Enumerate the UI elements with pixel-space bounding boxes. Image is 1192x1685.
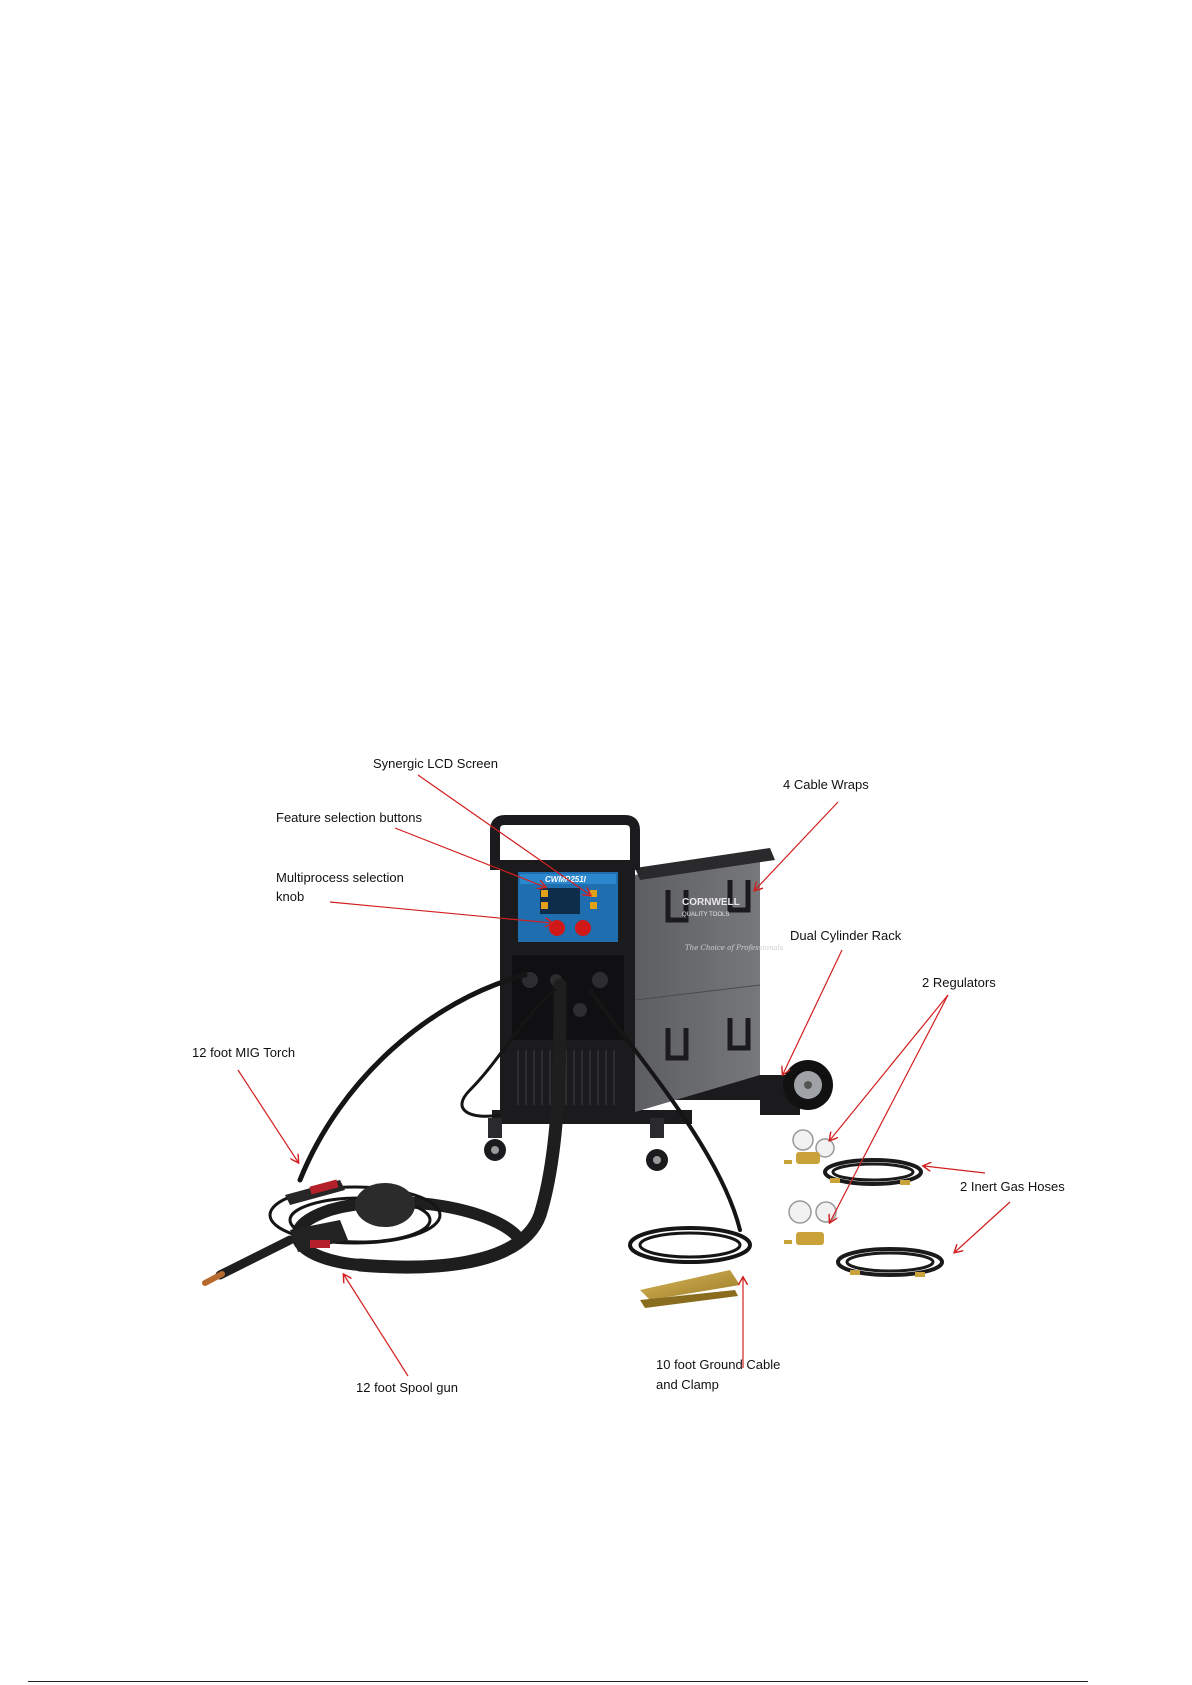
label-spool-gun: 12 foot Spool gun [356, 1378, 458, 1397]
label-ground-line1: 10 foot Ground Cable [656, 1355, 780, 1374]
adjust-knob [575, 920, 591, 936]
arrow-cylinder-rack [783, 950, 842, 1074]
label-mig-torch: 12 foot MIG Torch [192, 1043, 295, 1062]
arrow-regulator-1 [830, 995, 948, 1140]
arrow-gas-hose-1 [924, 1166, 985, 1173]
footer-rule [28, 1681, 1088, 1682]
arrow-regulator-2 [830, 995, 948, 1222]
arrow-spool-gun [344, 1275, 408, 1376]
spool-gun-neck [220, 1240, 290, 1275]
feature-button [541, 902, 548, 909]
feature-button [590, 890, 597, 897]
label-ground-line2: and Clamp [656, 1375, 719, 1394]
gas-hose [838, 1249, 942, 1277]
feature-button [541, 890, 548, 897]
svg-text:QUALITY TOOLS: QUALITY TOOLS [682, 912, 729, 918]
model-text: CWMP251I [545, 875, 587, 884]
svg-text:The Choice of Professionals: The Choice of Professionals [685, 944, 784, 952]
label-cylinder-rack: Dual Cylinder Rack [790, 926, 901, 945]
label-knob-line2: knob [276, 887, 304, 906]
label-knob-line1: Multiprocess selection [276, 868, 404, 887]
label-gas-hoses: 2 Inert Gas Hoses [960, 1177, 1065, 1196]
welder-machine: CORNWELL QUALITY TOOLS The Choice of Pro… [484, 820, 833, 1171]
label-feature-buttons: Feature selection buttons [276, 808, 422, 827]
arrow-gas-hose-2 [955, 1202, 1010, 1252]
arrow-buttons [395, 828, 545, 887]
label-regulators: 2 Regulators [922, 973, 996, 992]
regulator [784, 1130, 834, 1164]
brand-logo-text: CORNWELL [682, 897, 740, 908]
label-cable-wraps: 4 Cable Wraps [783, 775, 869, 794]
spool-gun-body [355, 1183, 415, 1227]
ground-clamp [640, 1270, 740, 1308]
arrow-mig-torch [238, 1070, 298, 1162]
regulator [784, 1201, 836, 1245]
feature-button [590, 902, 597, 909]
gas-hose [825, 1160, 921, 1185]
arrow-cable-wraps [755, 802, 838, 890]
label-lcd-screen: Synergic LCD Screen [373, 754, 498, 773]
